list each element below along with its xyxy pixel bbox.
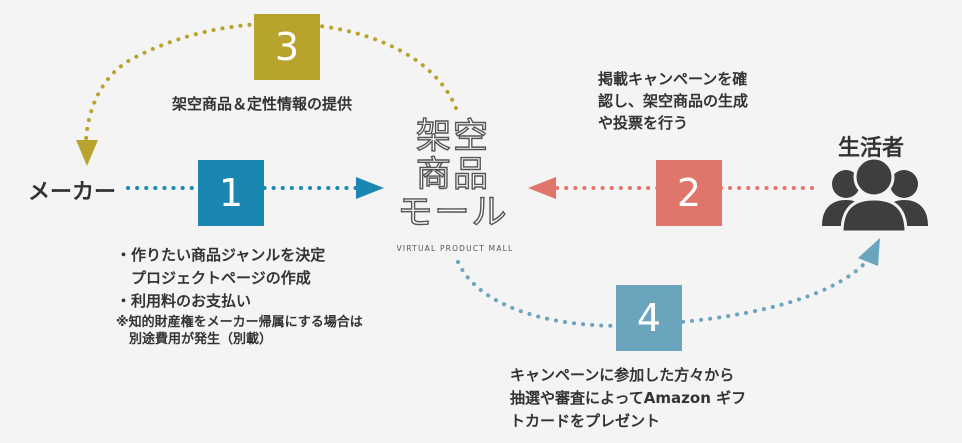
step1-line-2: プロジェクトページの作成 — [116, 269, 311, 287]
step3-arrow-path — [84, 21, 458, 142]
logo-subtitle: VIRTUAL PRODUCT MALL — [396, 244, 514, 253]
step1-arrow-head — [356, 177, 384, 199]
step4-description: キャンペーンに参加した方々から 抽選や審査によってAmazon ギフ トカードを… — [510, 364, 746, 433]
step4-line-3: トカードをプレゼント — [510, 412, 661, 430]
step1-note: ※知的財産権をメーカー帰属にする場合は 別途費用が発生（別載） — [116, 314, 363, 348]
logo-line-3: モール — [397, 193, 509, 233]
step4-line-1: キャンペーンに参加した方々から — [510, 366, 735, 384]
logo-line-1: 架空 — [415, 117, 490, 157]
logo-line-2: 商品 — [415, 155, 490, 195]
step2-arrow-head — [528, 177, 556, 199]
step2-badge: 2 — [656, 160, 722, 226]
step1-badge: 1 — [198, 160, 264, 226]
step3-arrow-head — [76, 140, 98, 166]
step2-description: 掲載キャンペーンを確 認し、架空商品の生成 や投票を行う — [598, 68, 748, 134]
step4-arrow-head — [858, 238, 880, 266]
step2-line-2: 認し、架空商品の生成 — [598, 92, 749, 110]
people-group-icon — [822, 156, 928, 234]
step1-description: ・作りたい商品ジャンルを決定 プロジェクトページの作成 ・利用料のお支払い — [116, 244, 325, 313]
maker-label: メーカー — [28, 180, 117, 205]
step4-badge: 4 — [616, 285, 682, 351]
step4-arrow-path — [456, 260, 868, 328]
mall-logo: 架空 商品 モール — [392, 117, 514, 233]
step3-badge: 3 — [254, 14, 320, 80]
consumer-label: 生活者 — [838, 136, 905, 161]
step3-description: 架空商品＆定性情報の提供 — [172, 95, 353, 113]
step2-line-1: 掲載キャンペーンを確 — [598, 70, 748, 88]
step4-line-2: 抽選や審査によってAmazon ギフ — [510, 389, 747, 407]
step1-note-line-1: ※知的財産権をメーカー帰属にする場合は — [116, 315, 363, 330]
step2-line-3: や投票を行う — [598, 114, 689, 132]
step1-note-line-2: 別途費用が発生（別載） — [116, 332, 273, 347]
step1-line-3: ・利用料のお支払い — [116, 292, 252, 310]
step1-line-1: ・作りたい商品ジャンルを決定 — [116, 246, 326, 264]
